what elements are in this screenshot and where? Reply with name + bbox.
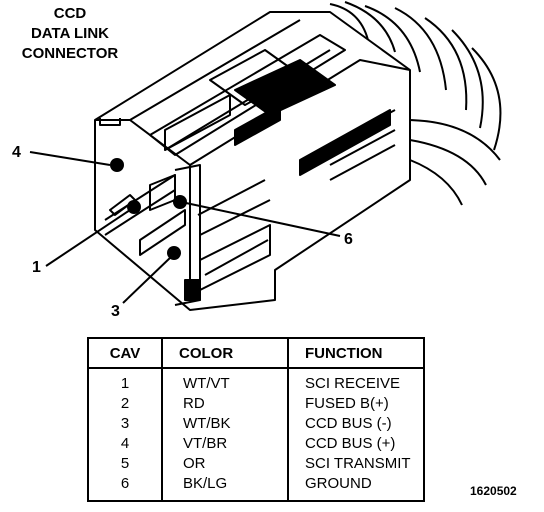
connector-housing [94,11,411,311]
pin-label-6: 6 [344,231,353,248]
color-cell: OR [162,454,289,474]
header-function: FUNCTION [288,338,424,369]
leader-line-3 [122,255,173,304]
table-row: 5 OR SCI TRANSMIT [88,454,424,474]
table-row: 3 WT/BK CCD BUS (-) [88,414,424,434]
connector-illustration [29,1,502,311]
color-cell: WT/BK [162,414,289,434]
pin-label-1: 1 [32,259,41,276]
figure-id: 1620502 [470,484,517,498]
cavity-table: CAV COLOR FUNCTION 1 WT/VT SCI RECEIVE 2… [87,337,425,502]
function-cell: FUSED B(+) [305,395,389,412]
title-line-3: CONNECTOR [21,45,119,62]
table-row: 1 WT/VT SCI RECEIVE [88,368,424,394]
table-header-row: CAV COLOR FUNCTION [88,338,424,369]
cav-cell: 1 [88,368,163,394]
leader-line-6 [185,202,341,237]
leader-line-1 [45,209,131,267]
function-cell: SCI RECEIVE [305,375,401,392]
diagram-title: CCD DATA LINK CONNECTOR [0,4,140,64]
function-cell: CCD BUS (-) [305,415,392,432]
pin-label-4: 4 [12,144,21,161]
pin-label-3: 3 [111,303,120,320]
pin-6-cavity [173,195,187,209]
wire-bundle [329,1,502,206]
leader-line-4 [29,151,111,166]
header-cav: CAV [88,338,163,369]
color-cell: VT/BR [162,434,289,454]
cav-cell: 4 [88,434,163,454]
table-row: 2 RD FUSED B(+) [88,394,424,414]
color-cell: WT/VT [162,368,289,394]
pin-3-cavity [167,246,181,260]
cav-cell: 5 [88,454,163,474]
color-cell: BK/LG [162,474,289,501]
function-cell: SCI TRANSMIT [305,455,411,472]
cav-cell: 2 [88,394,163,414]
table-row: 6 BK/LG GROUND [88,474,424,501]
color-cell: RD [162,394,289,414]
table-row: 4 VT/BR CCD BUS (+) [88,434,424,454]
pin-4-cavity [110,158,124,172]
title-line-2: DATA LINK [30,25,110,42]
header-color: COLOR [162,338,289,369]
cav-cell: 3 [88,414,163,434]
function-cell: GROUND [305,475,372,492]
cav-cell: 6 [88,474,163,501]
title-line-1: CCD [53,5,87,22]
pin-1-cavity [127,200,141,214]
function-cell: CCD BUS (+) [305,435,396,452]
